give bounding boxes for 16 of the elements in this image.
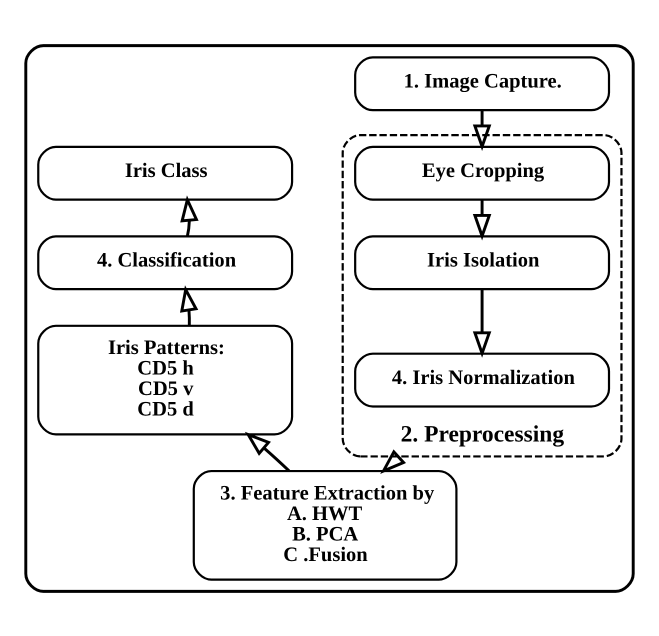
node-box: Iris Class [37,145,294,200]
node-box: 3. Feature Extraction by A. HWT B. PCA C .Fusion [192,469,458,580]
node-box: Iris Patterns: CD5 h CD5 v CD5 d [37,324,294,435]
node-box: Eye Cropping [354,145,610,200]
node-box: 1. Image Capture. [354,56,610,111]
arrow [472,199,492,240]
arrow [180,284,198,326]
arrow [472,289,492,358]
cluster [24,44,635,592]
node-box: 4. Classification [37,234,294,290]
arrow [244,431,290,472]
arrow [380,448,406,474]
node-box: 4. Iris Normalization [354,352,610,408]
arrow [180,194,199,236]
node-box: Iris Isolation [354,234,610,290]
arrow [472,110,492,150]
